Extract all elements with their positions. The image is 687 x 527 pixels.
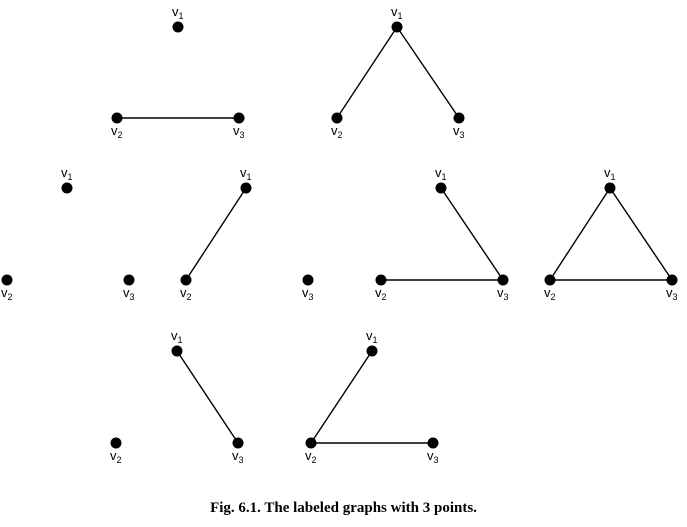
vertex-label-v2: v2	[375, 285, 387, 302]
graph-g8: v1 v2 v3	[305, 328, 439, 465]
vertex-v2	[180, 274, 192, 286]
vertex-label-v2: v2	[544, 285, 556, 302]
vertex-label-v3: v3	[427, 448, 439, 465]
vertex-v2	[1, 274, 13, 286]
vertex-v2	[111, 112, 123, 124]
vertex-v1	[366, 345, 378, 357]
vertex-label-v3: v3	[666, 285, 678, 302]
vertex-v1	[240, 182, 252, 194]
vertex-label-v2: v2	[180, 285, 192, 302]
edge-v1-v2	[310, 350, 373, 444]
vertex-label-v2: v2	[1, 285, 13, 302]
vertex-v1	[435, 182, 447, 194]
vertex-label-v3: v3	[232, 448, 244, 465]
vertex-label-v2: v2	[305, 448, 317, 465]
vertex-v2	[110, 437, 122, 449]
vertex-label-v1: v1	[391, 4, 403, 21]
vertex-v3	[123, 274, 135, 286]
edge-v1-v3	[396, 26, 460, 119]
vertex-v3	[453, 112, 465, 124]
vertex-v2	[375, 274, 387, 286]
edge-v1-v3	[176, 350, 239, 444]
vertex-label-v2: v2	[331, 123, 343, 140]
vertex-v1	[171, 345, 183, 357]
vertex-label-v3: v3	[453, 123, 465, 140]
graph-g5: v1 v2 v3	[375, 165, 509, 302]
vertex-v2	[305, 437, 317, 449]
vertex-v3	[666, 274, 678, 286]
vertex-v3	[302, 274, 314, 286]
vertex-label-v2: v2	[111, 123, 123, 140]
vertex-label-v1: v1	[435, 165, 447, 182]
vertex-label-v3: v3	[233, 123, 245, 140]
vertex-label-v1: v1	[604, 165, 616, 182]
figure-caption: Fig. 6.1. The labeled graphs with 3 poin…	[210, 500, 477, 516]
vertex-label-v1: v1	[366, 328, 378, 345]
vertex-label-v1: v1	[172, 4, 184, 21]
vertex-label-v1: v1	[171, 328, 183, 345]
vertex-v3	[232, 437, 244, 449]
vertex-v1	[61, 182, 73, 194]
vertex-label-v1: v1	[240, 165, 252, 182]
vertex-v1	[172, 21, 184, 33]
vertex-label-v3: v3	[123, 285, 135, 302]
vertex-v3	[497, 274, 509, 286]
edge-v1-v2	[549, 187, 611, 281]
vertex-label-v3: v3	[497, 285, 509, 302]
vertex-v1	[391, 21, 403, 33]
edge-v1-v2	[185, 187, 247, 281]
vertex-v3	[427, 437, 439, 449]
vertex-v1	[604, 182, 616, 194]
graph-g2: v1 v2 v3	[331, 4, 465, 140]
graph-g1: v1 v2 v3	[111, 4, 245, 140]
vertex-v2	[331, 112, 343, 124]
vertex-label-v3: v3	[302, 285, 314, 302]
graph-g6: v1 v2 v3	[544, 165, 678, 302]
graph-g7: v1 v2 v3	[110, 328, 244, 465]
labeled-graphs-diagram: v1 v2 v3 v1 v2 v3 v1 v2 v3 v1 v2 v3 v1 v2 v3 v1 v2 v3 v1 v2…	[1, 4, 678, 465]
edge-v1-v3	[609, 187, 673, 281]
vertex-label-v1: v1	[61, 165, 73, 182]
vertex-label-v2: v2	[110, 448, 122, 465]
vertex-v3	[233, 112, 245, 124]
edge-v1-v3	[440, 187, 504, 281]
graph-g4: v1 v2 v3	[180, 165, 314, 302]
graph-g3: v1 v2 v3	[1, 165, 135, 302]
edge-v1-v2	[336, 26, 398, 119]
vertex-v2	[544, 274, 556, 286]
